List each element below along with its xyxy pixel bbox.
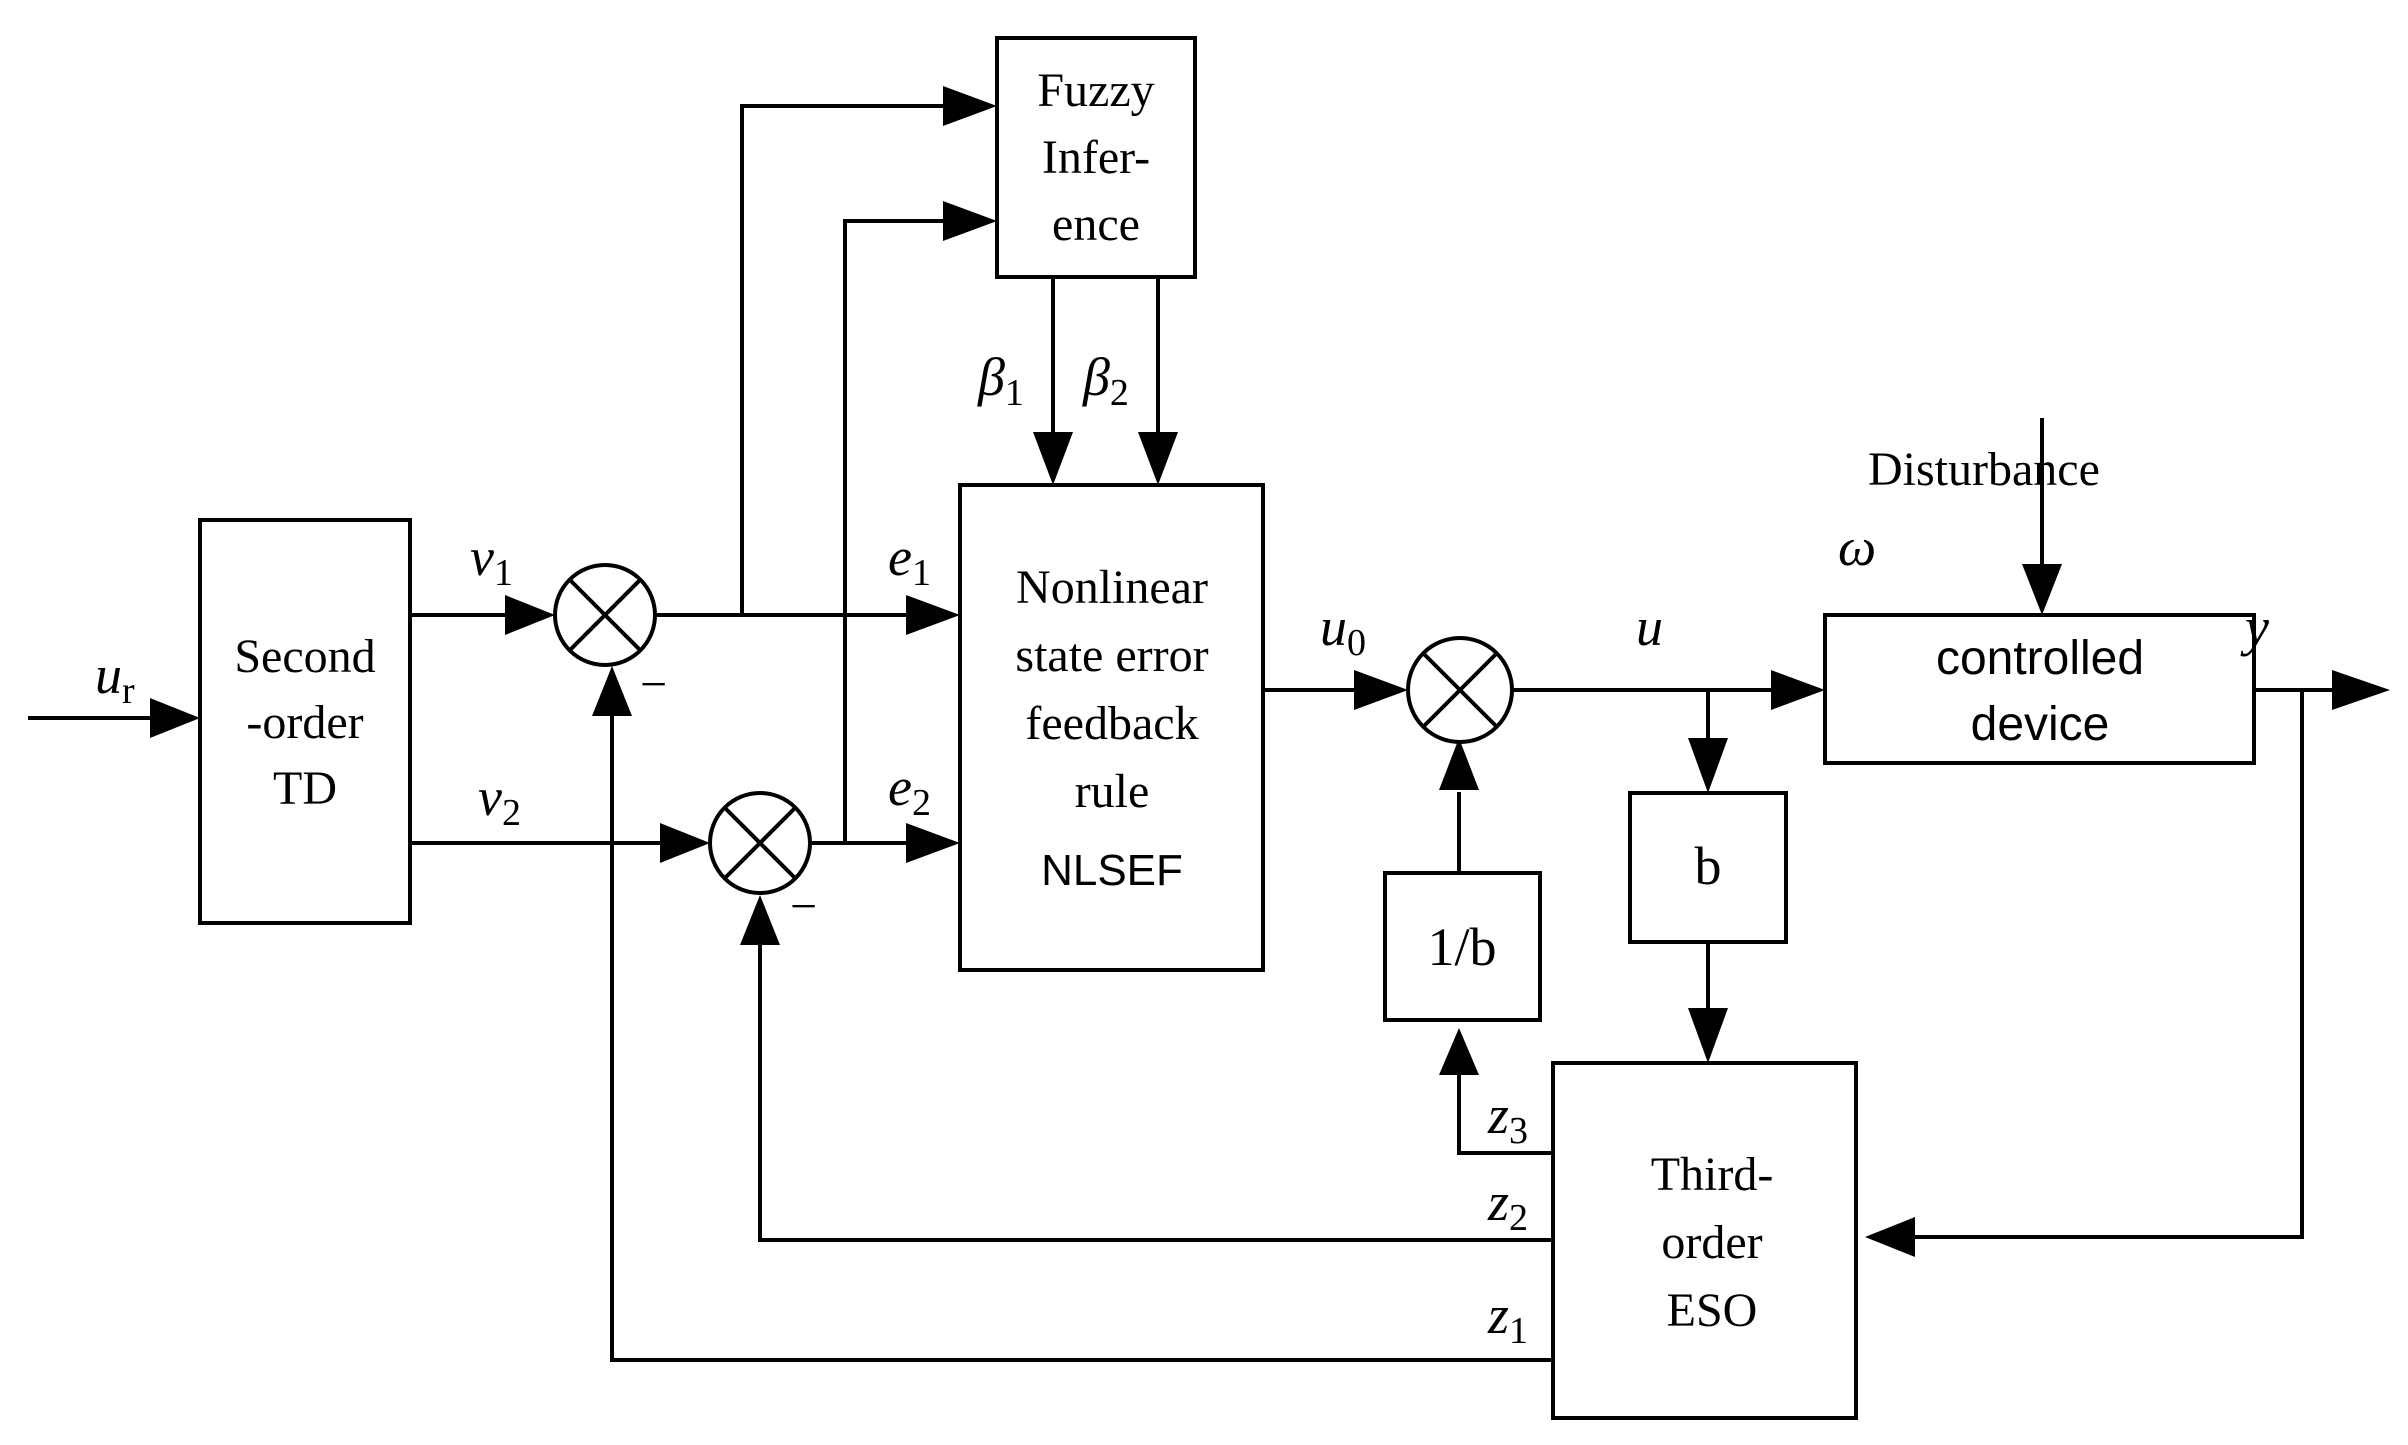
plant-line-1: controlled bbox=[1936, 632, 2144, 685]
wire-y-to-eso bbox=[1900, 690, 2304, 1239]
arrow-beta2 bbox=[1138, 432, 1178, 485]
wire-e2-to-fuzzy bbox=[843, 219, 950, 843]
label-v1: v1 bbox=[470, 527, 513, 594]
label-e2: e2 bbox=[888, 757, 931, 824]
label-e1: e1 bbox=[888, 527, 931, 594]
nlsef-line-1: Nonlinear bbox=[1016, 561, 1208, 614]
arrow-sum1-in bbox=[592, 666, 632, 716]
arrow-ur bbox=[150, 698, 200, 738]
arrow-fuzzy-in1 bbox=[943, 86, 997, 126]
arrow-e2 bbox=[906, 823, 960, 863]
arrow-fuzzy-in2 bbox=[943, 201, 997, 241]
td-line-2: -order bbox=[246, 696, 363, 749]
label-z2: z2 bbox=[1487, 1172, 1528, 1239]
arrow-v2 bbox=[660, 823, 710, 863]
signal-labels: ur v1 v2 e1 e2 β1 β2 u0 u y Disturbance … bbox=[95, 347, 2269, 1352]
td-block: Second -order TD bbox=[198, 518, 412, 925]
gain-b-label: b bbox=[1695, 836, 1722, 896]
gain-b-block: b bbox=[1628, 791, 1788, 944]
label-z3: z3 bbox=[1487, 1085, 1528, 1152]
arrow-sum3-in bbox=[1439, 738, 1479, 790]
minus-sign-1: − bbox=[640, 658, 667, 711]
nlsef-block: Nonlinear state error feedback rule NLSE… bbox=[958, 483, 1265, 972]
wire-z1 bbox=[610, 702, 1553, 1362]
fuzzy-line-1: Fuzzy bbox=[1037, 64, 1154, 117]
gain-inv-b-label: 1/b bbox=[1427, 917, 1496, 977]
arrow-y bbox=[2332, 670, 2390, 710]
plant-line-2: device bbox=[1971, 698, 2110, 751]
label-z1: z1 bbox=[1487, 1285, 1528, 1352]
label-v2: v2 bbox=[478, 767, 521, 834]
arrow-eso-in-y bbox=[1865, 1217, 1915, 1257]
td-line-1: Second bbox=[234, 630, 375, 683]
label-u: u bbox=[1636, 597, 1663, 657]
label-disturbance: Disturbance bbox=[1868, 443, 2100, 496]
label-ur: ur bbox=[95, 645, 135, 712]
eso-line-1: Third- bbox=[1651, 1148, 1774, 1201]
fuzzy-line-2: Infer- bbox=[1042, 131, 1150, 184]
wire-z2 bbox=[758, 920, 1553, 1242]
arrow-sum2-in bbox=[740, 895, 780, 945]
fuzzy-block: Fuzzy Infer- ence bbox=[995, 36, 1197, 279]
nlsef-line-2: state error bbox=[1015, 629, 1208, 682]
arrow-beta1 bbox=[1033, 432, 1073, 485]
sum-junction-3 bbox=[1406, 636, 1514, 744]
arrow-eso-in-b bbox=[1688, 1008, 1728, 1063]
arrow-u0 bbox=[1354, 670, 1408, 710]
arrow-invb-in bbox=[1439, 1028, 1479, 1075]
eso-line-2: order bbox=[1661, 1216, 1762, 1269]
sum-junction-1 bbox=[553, 563, 657, 667]
plant-block: controlled device bbox=[1823, 613, 2256, 765]
arrow-u bbox=[1771, 670, 1825, 710]
arrowheads bbox=[150, 86, 2390, 1257]
label-omega: ω bbox=[1838, 517, 1876, 577]
nlsef-line-4: rule bbox=[1075, 765, 1150, 818]
nlsef-line-5: NLSEF bbox=[1041, 846, 1183, 895]
arrow-e1 bbox=[906, 595, 960, 635]
td-line-3: TD bbox=[273, 762, 337, 815]
arrow-disturbance bbox=[2022, 564, 2062, 615]
label-u0: u0 bbox=[1320, 597, 1366, 664]
nlsef-line-3: feedback bbox=[1025, 697, 1198, 750]
minus-sign-2: − bbox=[790, 880, 817, 933]
eso-block: Third- order ESO bbox=[1551, 1061, 1858, 1420]
arrow-b-in bbox=[1688, 738, 1728, 793]
label-beta2: β2 bbox=[1082, 347, 1129, 414]
wire-e1-to-fuzzy bbox=[740, 104, 950, 615]
label-y: y bbox=[2240, 597, 2269, 657]
sum-junction-2 bbox=[708, 791, 812, 895]
wire-z3 bbox=[1457, 1070, 1553, 1155]
gain-inv-b-block: 1/b bbox=[1383, 871, 1542, 1022]
fuzzy-line-3: ence bbox=[1052, 198, 1140, 251]
label-beta1: β1 bbox=[977, 347, 1024, 414]
eso-line-3: ESO bbox=[1667, 1284, 1758, 1337]
arrow-v1 bbox=[505, 595, 555, 635]
